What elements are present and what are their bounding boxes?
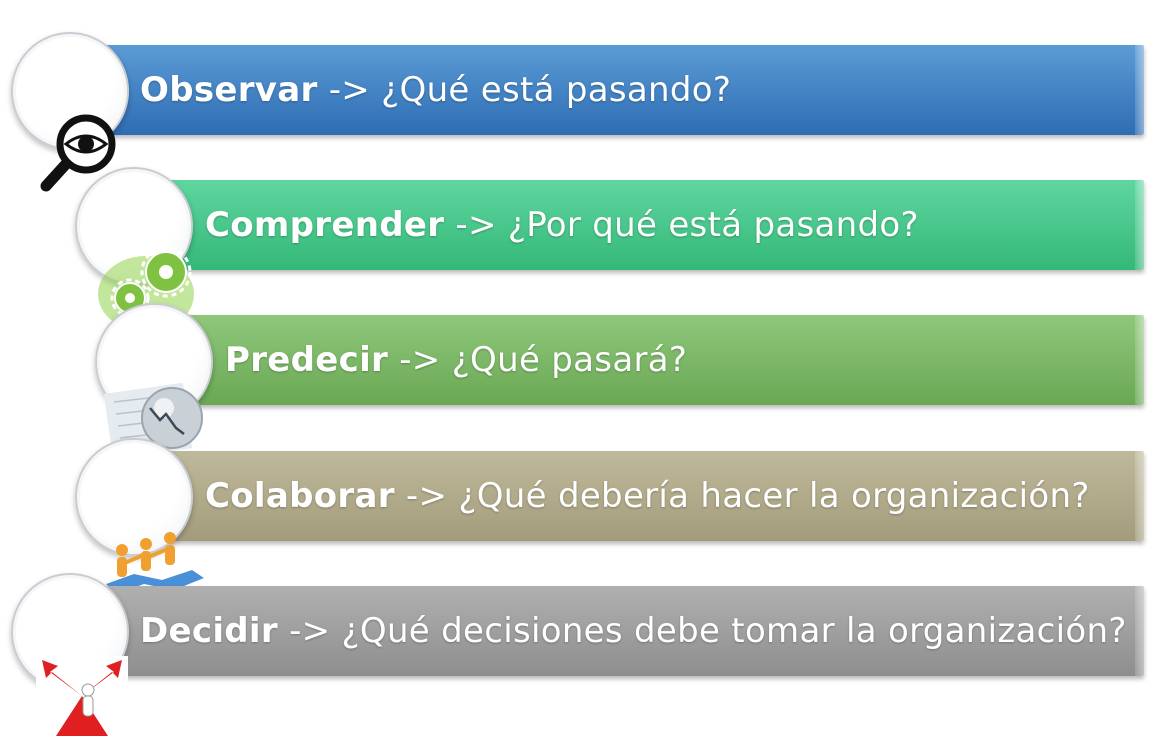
bar-predecir [180, 315, 1144, 405]
question-decidir: ¿Qué decisiones debe tomar la organizaci… [341, 611, 1127, 651]
arrow-observar: -> [328, 70, 371, 110]
magnifier-eye-icon [40, 114, 116, 192]
arrow-comprender: -> [455, 205, 497, 245]
arrow-predecir: -> [399, 340, 441, 380]
verb-colaborar: Colaborar [205, 476, 395, 516]
label-colaborar: Colaborar -> ¿Qué debería hacer la organ… [205, 451, 1090, 541]
question-comprender: ¿Por qué está pasando? [507, 205, 919, 245]
bar-comprender [160, 180, 1144, 270]
crossroads-arrows-icon [36, 656, 128, 736]
label-comprender: Comprender -> ¿Por qué está pasando? [205, 180, 919, 270]
verb-decidir: Decidir [140, 611, 278, 651]
question-observar: ¿Qué está pasando? [381, 70, 732, 110]
arrow-decidir: -> [289, 611, 331, 651]
verb-predecir: Predecir [225, 340, 389, 380]
arrow-colaborar: -> [405, 476, 448, 516]
label-decidir: Decidir -> ¿Qué decisiones debe tomar la… [140, 586, 1127, 676]
question-colaborar: ¿Qué debería hacer la organización? [458, 476, 1090, 516]
bar-observar [96, 45, 1144, 135]
verb-observar: Observar [140, 70, 318, 110]
verb-comprender: Comprender [205, 205, 445, 245]
crystal-ball-chart-icon [104, 382, 203, 460]
label-predecir: Predecir -> ¿Qué pasará? [225, 315, 687, 405]
question-predecir: ¿Qué pasará? [451, 340, 688, 380]
label-observar: Observar -> ¿Qué está pasando? [140, 45, 731, 135]
bar-decidir [96, 586, 1144, 676]
bar-colaborar [160, 451, 1144, 541]
